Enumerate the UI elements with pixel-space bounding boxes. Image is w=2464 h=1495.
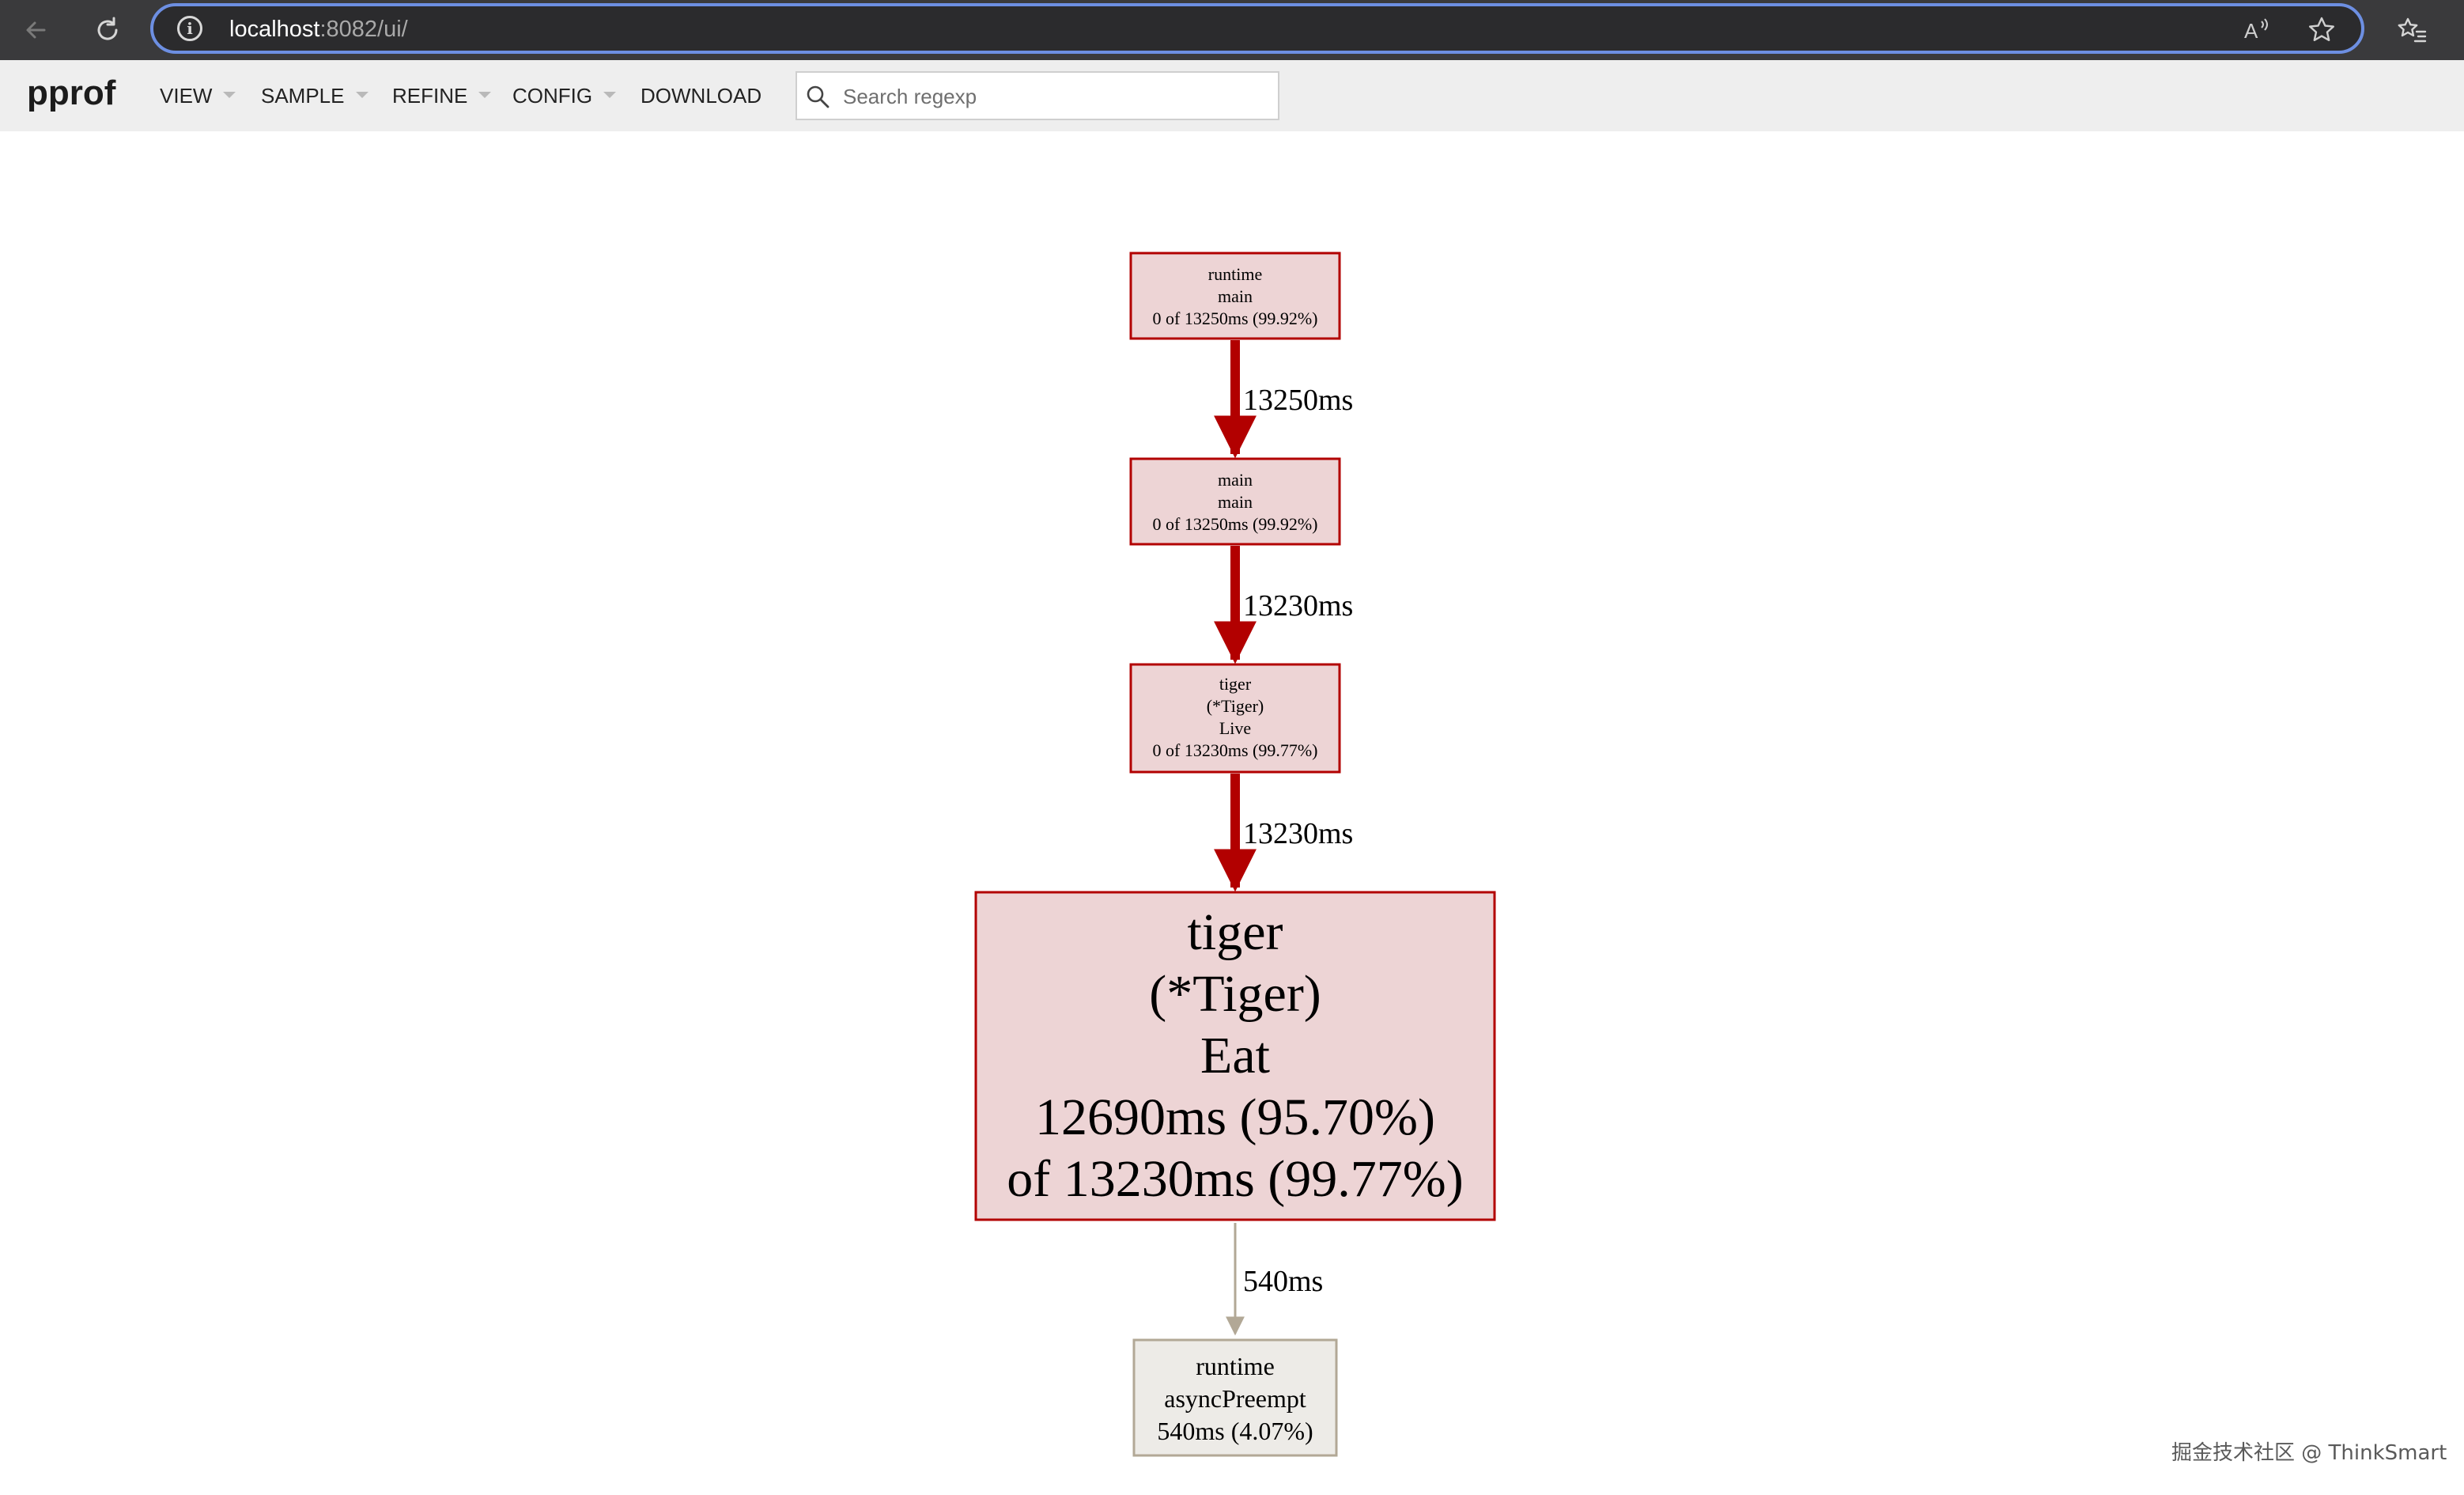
node-runtime-main[interactable]: runtime main 0 of 13250ms (99.92%) <box>1129 252 1341 340</box>
search-regexp-input[interactable] <box>841 79 1272 114</box>
menu-config[interactable]: CONFIG <box>512 82 617 109</box>
menu-view-label: VIEW <box>160 84 213 108</box>
url-path: :8082/ui/ <box>319 17 408 42</box>
node-label: of 13230ms (99.77%) <box>1007 1150 1463 1208</box>
url-text[interactable]: localhost:8082/ui/ <box>229 13 408 45</box>
pprof-toolbar: pprof VIEW SAMPLE REFINE CONFIG DOWNLOAD <box>0 60 2464 131</box>
node-label: Eat <box>1200 1027 1270 1084</box>
pprof-logo[interactable]: pprof <box>27 74 116 112</box>
node-label: runtime <box>1196 1352 1275 1380</box>
node-label: (*Tiger) <box>1207 696 1264 716</box>
menu-refine-label: REFINE <box>392 84 468 108</box>
favorites-button[interactable] <box>2393 11 2431 49</box>
favorites-list-icon <box>2398 17 2427 43</box>
menu-download-label: DOWNLOAD <box>641 84 762 108</box>
node-label: main <box>1218 286 1253 306</box>
browser-toolbar: i localhost:8082/ui/ A <box>0 0 2464 60</box>
reload-button[interactable] <box>89 11 127 49</box>
node-label: asyncPreempt <box>1164 1384 1306 1413</box>
back-arrow-icon <box>26 21 46 39</box>
node-label: 0 of 13250ms (99.92%) <box>1153 308 1318 328</box>
node-tiger-eat[interactable]: tiger (*Tiger) Eat 12690ms (95.70%) of 1… <box>974 891 1496 1221</box>
menu-view[interactable]: VIEW <box>160 82 236 109</box>
node-main-main[interactable]: main main 0 of 13250ms (99.92%) <box>1129 457 1341 546</box>
node-label: 0 of 13230ms (99.77%) <box>1153 740 1318 760</box>
caret-down-icon <box>478 92 492 99</box>
favorite-star-icon[interactable] <box>2306 14 2337 46</box>
edge-tiger-eat-to-asyncpreempt[interactable]: 540ms <box>1226 1223 1323 1336</box>
search-box[interactable] <box>796 71 1279 120</box>
node-label: 12690ms (95.70%) <box>1035 1088 1435 1146</box>
edge-label: 13250ms <box>1243 384 1353 417</box>
node-runtime-asyncpreempt[interactable]: runtime asyncPreempt 540ms (4.07%) <box>1132 1338 1338 1457</box>
back-button[interactable] <box>17 11 55 49</box>
node-label: runtime <box>1208 264 1262 284</box>
read-aloud-icon[interactable]: A <box>2241 14 2273 46</box>
search-icon <box>807 85 830 108</box>
node-label: 540ms (4.07%) <box>1157 1417 1313 1445</box>
menu-sample[interactable]: SAMPLE <box>261 82 368 109</box>
node-label: main <box>1218 470 1253 490</box>
menu-config-label: CONFIG <box>512 84 593 108</box>
menu-refine[interactable]: REFINE <box>392 82 492 109</box>
address-bar[interactable]: i localhost:8082/ui/ A <box>150 3 2364 54</box>
node-label: (*Tiger) <box>1149 965 1321 1023</box>
edge-label: 13230ms <box>1243 589 1353 623</box>
node-label: tiger <box>1219 674 1252 694</box>
caret-down-icon <box>355 92 368 99</box>
info-icon[interactable]: i <box>177 16 202 41</box>
edge-tiger-live-to-tiger-eat[interactable]: 13230ms <box>1214 774 1353 892</box>
edge-runtime-main-to-main-main[interactable]: 13250ms <box>1214 340 1353 459</box>
edge-label: 13230ms <box>1243 817 1353 850</box>
caret-down-icon <box>223 92 236 99</box>
caret-down-icon <box>603 92 617 99</box>
node-label: 0 of 13250ms (99.92%) <box>1153 514 1318 534</box>
node-label: main <box>1218 492 1253 512</box>
menu-download[interactable]: DOWNLOAD <box>641 82 761 109</box>
svg-text:A: A <box>2244 19 2258 43</box>
edge-label: 540ms <box>1243 1265 1323 1298</box>
url-host: localhost <box>229 17 320 42</box>
edge-main-main-to-tiger-live[interactable]: 13230ms <box>1214 546 1353 664</box>
menu-sample-label: SAMPLE <box>261 84 345 108</box>
node-tiger-live[interactable]: tiger (*Tiger) Live 0 of 13230ms (99.77%… <box>1129 663 1341 774</box>
reload-icon <box>97 17 118 40</box>
watermark: 掘金技术社区 @ ThinkSmart <box>2171 1441 2447 1465</box>
node-label: Live <box>1219 718 1251 738</box>
node-label: tiger <box>1188 903 1283 961</box>
